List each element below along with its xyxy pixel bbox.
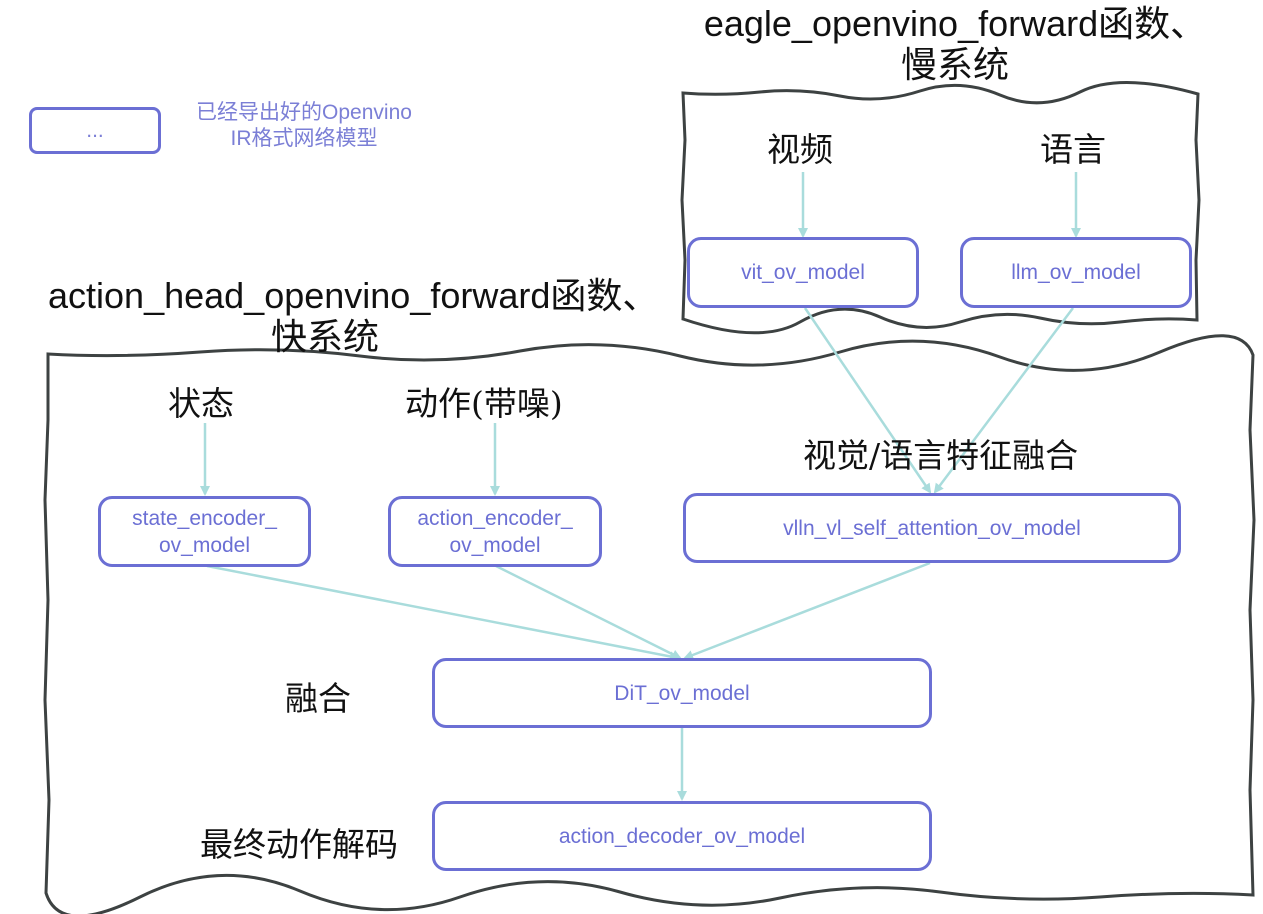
input-action-noisy-label: 动作(带噪) <box>405 384 563 423</box>
vit-ov-model-label: vit_ov_model <box>741 261 865 284</box>
fast-system-title: action_head_openvino_forward函数、 快系统 <box>40 275 670 359</box>
arrow-vit-to-vlln <box>803 307 932 494</box>
arrow-action-encoder-to-dit <box>495 564 682 660</box>
llm-ov-model-label: llm_ov_model <box>1011 261 1141 284</box>
final-decode-label: 最终动作解码 <box>200 825 398 864</box>
input-state-label: 状态 <box>168 384 234 423</box>
vl-fusion-label: 视觉/语言特征融合 <box>803 436 1079 475</box>
fast-system-title-line2: 快系统 <box>270 317 379 358</box>
arrow-vlln-to-dit <box>683 561 931 660</box>
legend-description: 已经导出好的Openvino IR格式网络模型 <box>178 100 430 152</box>
vit-ov-model-node[interactable]: vit_ov_model <box>687 237 919 308</box>
dit-ov-model-label: DiT_ov_model <box>614 681 750 705</box>
legend-box: ... <box>29 107 161 154</box>
vlln-vl-self-attention-ov-model-label: vlln_vl_self_attention_ov_model <box>783 516 1081 540</box>
action-encoder-ov-model-node[interactable]: action_encoder_ ov_model <box>388 496 602 567</box>
fusion-label: 融合 <box>285 679 351 718</box>
action-decoder-ov-model-label: action_decoder_ov_model <box>558 824 806 848</box>
vlln-vl-self-attention-ov-model-node[interactable]: vlln_vl_self_attention_ov_model <box>683 493 1181 563</box>
input-language-label: 语言 <box>1040 130 1106 169</box>
legend-description-line1: 已经导出好的Openvino <box>196 101 412 124</box>
action-decoder-ov-model-node[interactable]: action_decoder_ov_model <box>432 801 932 871</box>
state-encoder-ov-model-label: state_encoder_ ov_model <box>132 506 277 557</box>
slow-system-title-line1: eagle_openvino_forward函数、 <box>703 3 1207 44</box>
slow-system-title: eagle_openvino_forward函数、 慢系统 <box>700 3 1210 87</box>
arrow-llm-to-vlln <box>933 307 1074 494</box>
legend-description-line2: IR格式网络模型 <box>230 127 378 150</box>
dit-ov-model-node[interactable]: DiT_ov_model <box>432 658 932 728</box>
fast-system-frame <box>43 334 1256 914</box>
slow-system-title-line2: 慢系统 <box>900 45 1009 86</box>
state-encoder-ov-model-node[interactable]: state_encoder_ ov_model <box>98 496 311 567</box>
llm-ov-model-node[interactable]: llm_ov_model <box>960 237 1192 308</box>
arrow-state-encoder-to-dit <box>206 564 680 662</box>
fast-system-title-line1: action_head_openvino_forward函数、 <box>48 275 659 316</box>
input-video-label: 视频 <box>767 130 833 169</box>
action-encoder-ov-model-label: action_encoder_ ov_model <box>417 506 573 557</box>
slow-system-frame <box>680 81 1201 335</box>
legend-box-label: ... <box>86 119 104 142</box>
